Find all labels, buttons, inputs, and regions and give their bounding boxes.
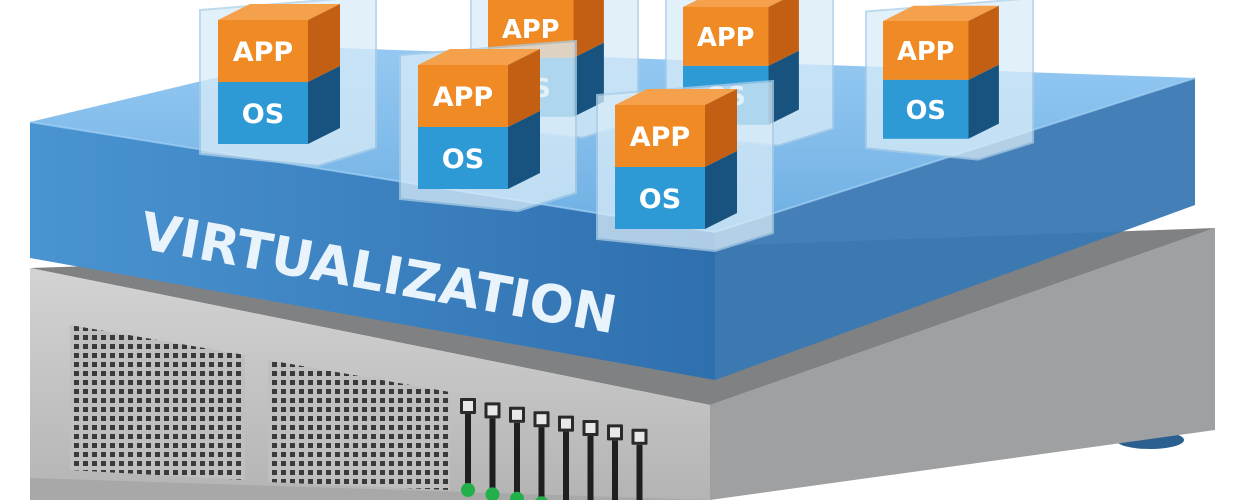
app-label: APP: [502, 15, 559, 45]
os-block: [615, 167, 705, 229]
os-block: [218, 82, 308, 144]
drive-bay: [582, 420, 599, 500]
drive-bay: [509, 406, 525, 500]
drive-led-active: [485, 487, 500, 500]
drive-bays: [460, 398, 648, 500]
os-label: OS: [442, 144, 484, 175]
drive-bay: [533, 411, 550, 500]
vm-cube: APP OS: [399, 39, 577, 213]
drive-bay: [631, 428, 648, 500]
server-side: [710, 228, 1215, 500]
os-label: OS: [242, 99, 284, 130]
app-label: APP: [630, 122, 690, 153]
os-block: [883, 79, 969, 139]
drive-led-active: [535, 496, 548, 500]
app-label: APP: [433, 82, 493, 113]
drive-led-active: [510, 491, 524, 500]
app-label: APP: [233, 37, 293, 68]
os-block: [418, 127, 508, 189]
os-label: OS: [639, 184, 681, 215]
vm-cube: APP OS: [199, 0, 377, 168]
vm-cubes: APPOSAPPOSAPPOSAPPOSAPPOSAPPOS: [199, 0, 1035, 253]
drive-bay: [558, 415, 574, 500]
virtualization-layer-side: [715, 78, 1195, 380]
app-label: APP: [897, 37, 954, 67]
app-block: [218, 20, 308, 82]
drive-bay: [484, 402, 501, 500]
vm-cube: APP OS: [596, 79, 774, 253]
app-block: [683, 7, 769, 66]
app-block: [883, 21, 969, 80]
vent-grille-left: [70, 325, 245, 480]
os-label: OS: [906, 96, 946, 126]
drive-bay: [460, 398, 476, 497]
drive-bay: [607, 424, 623, 500]
virtualization-layer-front: [30, 122, 715, 380]
drive-led-active: [461, 483, 475, 497]
vent-grille-right: [268, 360, 450, 490]
app-label: APP: [697, 23, 754, 53]
vm-cube: APP OS: [864, 0, 1035, 161]
app-block: [418, 65, 508, 127]
app-block: [615, 105, 705, 167]
